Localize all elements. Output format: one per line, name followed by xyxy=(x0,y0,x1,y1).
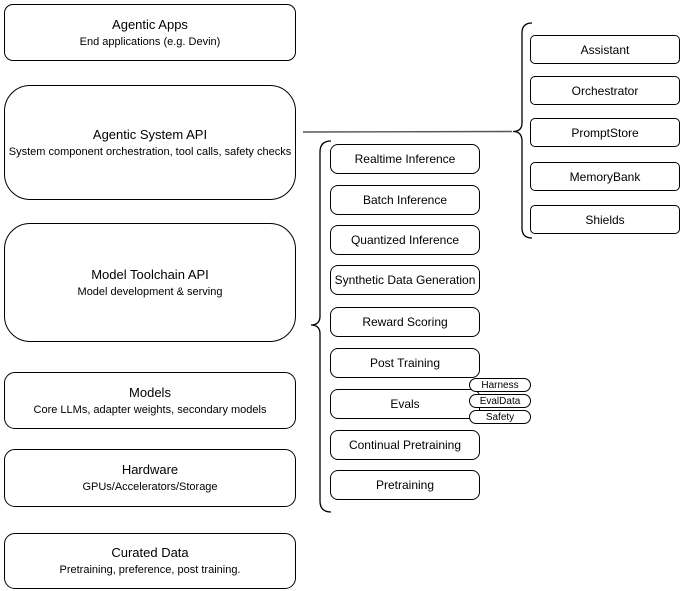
layer-title: Hardware xyxy=(121,462,179,477)
layer-title: Agentic System API xyxy=(92,126,208,142)
component-shields: Shields xyxy=(530,205,680,234)
toolchain-brace xyxy=(310,140,332,513)
eval-tag-harness: Harness xyxy=(469,378,531,392)
service-post-training: Post Training xyxy=(330,348,480,378)
service-quantized-inference: Quantized Inference xyxy=(330,225,480,255)
api-to-components-connector-line xyxy=(302,130,513,133)
layer-title: Models xyxy=(129,384,171,400)
layer-title: Model Toolchain API xyxy=(91,266,209,282)
layer-subtitle: Model development & serving xyxy=(77,285,223,298)
component-assistant: Assistant xyxy=(530,35,680,64)
service-synthetic-data-generation: Synthetic Data Generation xyxy=(330,265,480,295)
service-realtime-inference: Realtime Inference xyxy=(330,144,480,174)
layer-agentic-system-api: Agentic System API System component orch… xyxy=(4,85,296,200)
layer-subtitle: Core LLMs, adapter weights, secondary mo… xyxy=(33,403,267,416)
layer-hardware: Hardware GPUs/Accelerators/Storage xyxy=(4,449,296,507)
service-pretraining: Pretraining xyxy=(330,470,480,500)
service-batch-inference: Batch Inference xyxy=(330,185,480,215)
layer-title: Agentic Apps xyxy=(112,16,188,32)
component-promptstore: PromptStore xyxy=(530,118,680,147)
layer-title: Curated Data xyxy=(111,545,189,560)
eval-tag-evaldata: EvalData xyxy=(469,394,531,408)
component-orchestrator: Orchestrator xyxy=(530,76,680,105)
eval-tag-safety: Safety xyxy=(469,410,531,424)
layer-subtitle: End applications (e.g. Devin) xyxy=(79,35,221,48)
layer-subtitle: Pretraining, preference, post training. xyxy=(59,564,241,576)
service-continual-pretraining: Continual Pretraining xyxy=(330,430,480,460)
layer-model-toolchain-api: Model Toolchain API Model development & … xyxy=(4,223,296,342)
layer-subtitle: System component orchestration, tool cal… xyxy=(8,145,292,158)
layer-agentic-apps: Agentic Apps End applications (e.g. Devi… xyxy=(4,4,296,61)
layer-curated-data: Curated Data Pretraining, preference, po… xyxy=(4,533,296,589)
layer-models: Models Core LLMs, adapter weights, secon… xyxy=(4,372,296,429)
service-reward-scoring: Reward Scoring xyxy=(330,307,480,337)
service-evals: Evals xyxy=(330,389,480,419)
layer-subtitle: GPUs/Accelerators/Storage xyxy=(82,481,218,493)
component-memorybank: MemoryBank xyxy=(530,162,680,191)
